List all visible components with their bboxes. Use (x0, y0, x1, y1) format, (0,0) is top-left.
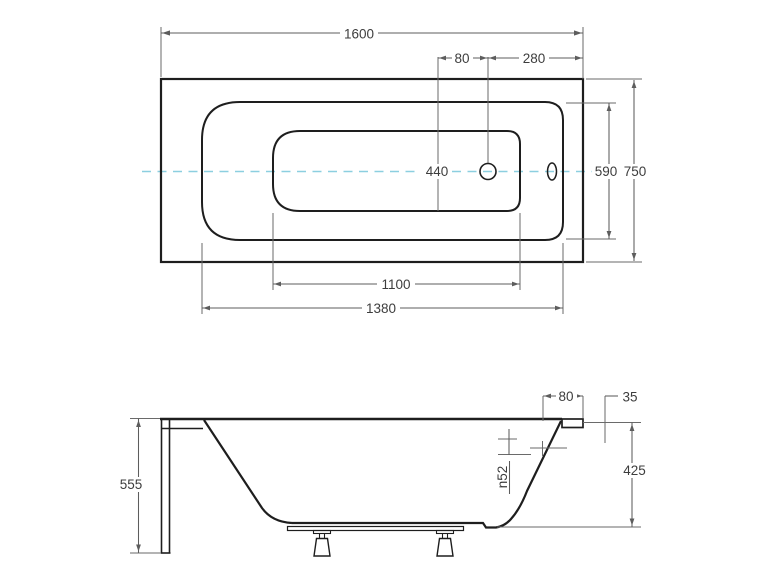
label-overall-height: 555 (120, 477, 143, 492)
label-overall-width: 750 (624, 164, 647, 179)
dimension-rim-lip (604, 395, 618, 443)
tub-outer-edge (159, 77, 585, 264)
label-basin-height: 425 (623, 463, 646, 478)
top-view: 1600 80 280 440 590 750 1100 1380 (142, 26, 649, 316)
label-basin-rim-length: 1380 (366, 301, 396, 316)
basin-bottom-and-right-wall (292, 420, 562, 529)
label-overall-length: 1600 (344, 27, 374, 42)
overflow-detail (498, 429, 567, 494)
label-rim-width: 590 (595, 164, 618, 179)
label-basin-floor-length: 1100 (381, 277, 410, 292)
drain-hole (479, 162, 497, 181)
side-view: 555 80 35 n52 425 (116, 389, 650, 557)
adjustable-foot-left (312, 529, 332, 557)
label-overflow-diameter: n52 (495, 466, 510, 489)
rim-ledge (561, 418, 584, 429)
tub-rim (201, 101, 564, 241)
support-rail (286, 525, 465, 532)
apron-leg (160, 419, 203, 554)
adjustable-foot-right (435, 529, 455, 557)
label-rim-overhang: 80 (558, 389, 573, 404)
label-drain-to-end: 280 (523, 51, 546, 66)
overflow-hole (546, 162, 558, 181)
basin-wall-left (203, 419, 293, 525)
label-center-width: 440 (426, 164, 449, 179)
tub-basin-floor (272, 130, 521, 212)
label-rim-lip: 35 (622, 390, 637, 405)
label-drain-spacing: 80 (454, 51, 469, 66)
